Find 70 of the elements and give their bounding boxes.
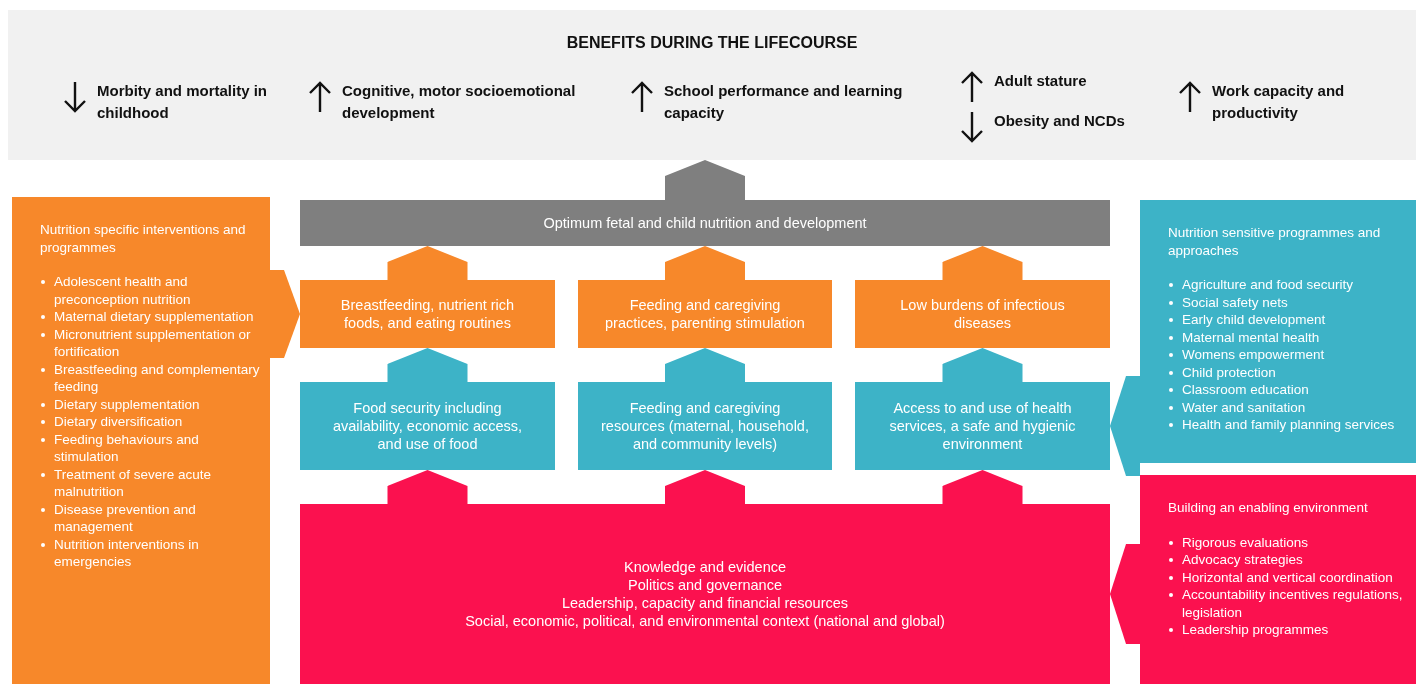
list-item-text: Dietary supplementation [54, 396, 200, 412]
benefit-text: Obesity and NCDs [994, 111, 1125, 131]
box-text: Optimum fetal and child nutrition and development [543, 214, 867, 232]
panel-heading: Building an enabling environment [1168, 499, 1369, 517]
list-item-text: Womens empowerment [1182, 347, 1325, 362]
chevron-arrow [270, 270, 300, 358]
box-text: Food security including availability, economic access, and use of food [331, 399, 524, 453]
list-item-text: Treatment of severe acute malnutrition [54, 466, 212, 499]
box-text: Low burdens of infectious diseases [899, 296, 1066, 332]
band-title: BENEFITS DURING THE LIFECOURSE [565, 34, 859, 52]
chevron-arrow [1110, 376, 1140, 476]
determinant-box [578, 382, 832, 470]
box-text: Social, economic, political, and environmental context (national and global) [465, 612, 945, 630]
chevron-arrow [1110, 544, 1140, 644]
programme-panel [1140, 200, 1416, 463]
list-item-text: Maternal mental health [1182, 329, 1320, 345]
chevron-arrow [665, 348, 745, 382]
list-item-text: Water and sanitation [1182, 399, 1306, 415]
list-item-text: Disease prevention and management [54, 501, 196, 534]
box-text: Feeding and caregiving resources (maternal, household, and community levels) [600, 399, 810, 453]
list-item-text: Early child development [1182, 312, 1326, 327]
determinant-box [855, 382, 1110, 470]
list-item-text: Micronutrient supplementation or fortification [54, 326, 251, 359]
determinant-box [578, 280, 832, 348]
list-item-text: Advocacy strategies [1182, 552, 1303, 567]
list-item-text: Social safety nets [1182, 294, 1288, 310]
list-item-text: Accountability incentives regulations, legislation [1182, 587, 1403, 620]
list-item-text: Adolescent health and preconception nutrition [54, 274, 191, 307]
list-item-text: Maternal dietary supplementation [54, 309, 254, 324]
chevron-arrow [665, 160, 745, 200]
list-item-text: Rigorous evaluations [1182, 534, 1309, 550]
chevron-arrow [942, 470, 1023, 504]
benefit-text: Work capacity and productivity [1212, 81, 1346, 123]
chevron-arrow [665, 470, 745, 504]
panel-heading: Nutrition sensitive programmes and approaches [1168, 224, 1382, 259]
list-item-text: Health and family planning services [1182, 417, 1395, 432]
box-text: Feeding and caregiving practices, parenting stimulation [604, 296, 806, 332]
determinant-box [300, 382, 555, 470]
benefit-text: Morbity and mortality in childhood [97, 81, 268, 123]
benefit-text: Cognitive, motor socioemotional development [342, 81, 577, 123]
list-item-text: Child protection [1182, 364, 1276, 380]
context-box [300, 504, 1110, 684]
box-text: Leadership, capacity and financial resources [561, 594, 849, 612]
box-text: Breastfeeding, nutrient rich foods, and eating routines [339, 296, 516, 332]
outcome-box [300, 200, 1110, 246]
determinant-box [300, 280, 555, 348]
determinant-box [855, 280, 1110, 348]
chevron-arrow [387, 348, 468, 382]
intervention-panel [12, 197, 270, 684]
chevron-arrow [665, 246, 745, 280]
chevron-arrow [942, 246, 1023, 280]
chevron-arrow [942, 348, 1023, 382]
chevron-arrow [387, 470, 468, 504]
list-item-text: Agriculture and food security [1182, 277, 1354, 292]
box-text: Knowledge and evidence [623, 558, 786, 576]
list-item-text: Leadership programmes [1182, 622, 1329, 637]
list-item-text: Horizontal and vertical coordination [1182, 569, 1393, 585]
list-item-text: Nutrition interventions in emergencies [54, 536, 199, 569]
list-item-text: Feeding behaviours and stimulation [54, 431, 199, 464]
panel-heading: Nutrition specific interventions and programmes [40, 221, 247, 256]
benefit-text: Adult stature [994, 71, 1087, 91]
list-item-text: Classroom education [1182, 382, 1309, 397]
box-text: Politics and governance [628, 576, 782, 594]
list-item-text: Breastfeeding and complementary feeding [54, 361, 260, 394]
enabling-panel [1140, 475, 1416, 684]
box-text: Access to and use of health services, a safe and hygienic environment [888, 399, 1077, 453]
chevron-arrow [387, 246, 468, 280]
benefit-text: School performance and learning capacity [664, 81, 904, 123]
benefits-band [8, 10, 1416, 160]
list-item-text: Dietary diversification [54, 414, 183, 429]
